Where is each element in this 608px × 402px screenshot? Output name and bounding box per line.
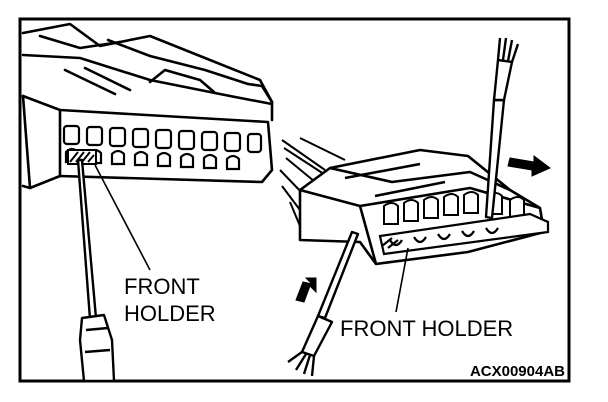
push-arrow-icon bbox=[295, 277, 317, 303]
pull-arrow-icon bbox=[507, 155, 551, 177]
figure-code: ACX00904AB bbox=[470, 363, 565, 380]
left-holder-leader bbox=[94, 164, 151, 271]
left-holder-label-line2: HOLDER bbox=[124, 301, 216, 326]
right-top-screwdriver bbox=[484, 37, 520, 220]
left-connector bbox=[21, 22, 274, 190]
right-lower-screwdriver bbox=[287, 230, 360, 377]
right-holder-leader bbox=[395, 247, 409, 313]
right-holder-label: FRONT HOLDER bbox=[340, 316, 513, 341]
left-screwdriver bbox=[76, 158, 116, 383]
left-holder-label-line1: FRONT bbox=[124, 274, 200, 299]
right-front-holder bbox=[378, 212, 550, 256]
left-cavity-windows bbox=[62, 124, 263, 171]
